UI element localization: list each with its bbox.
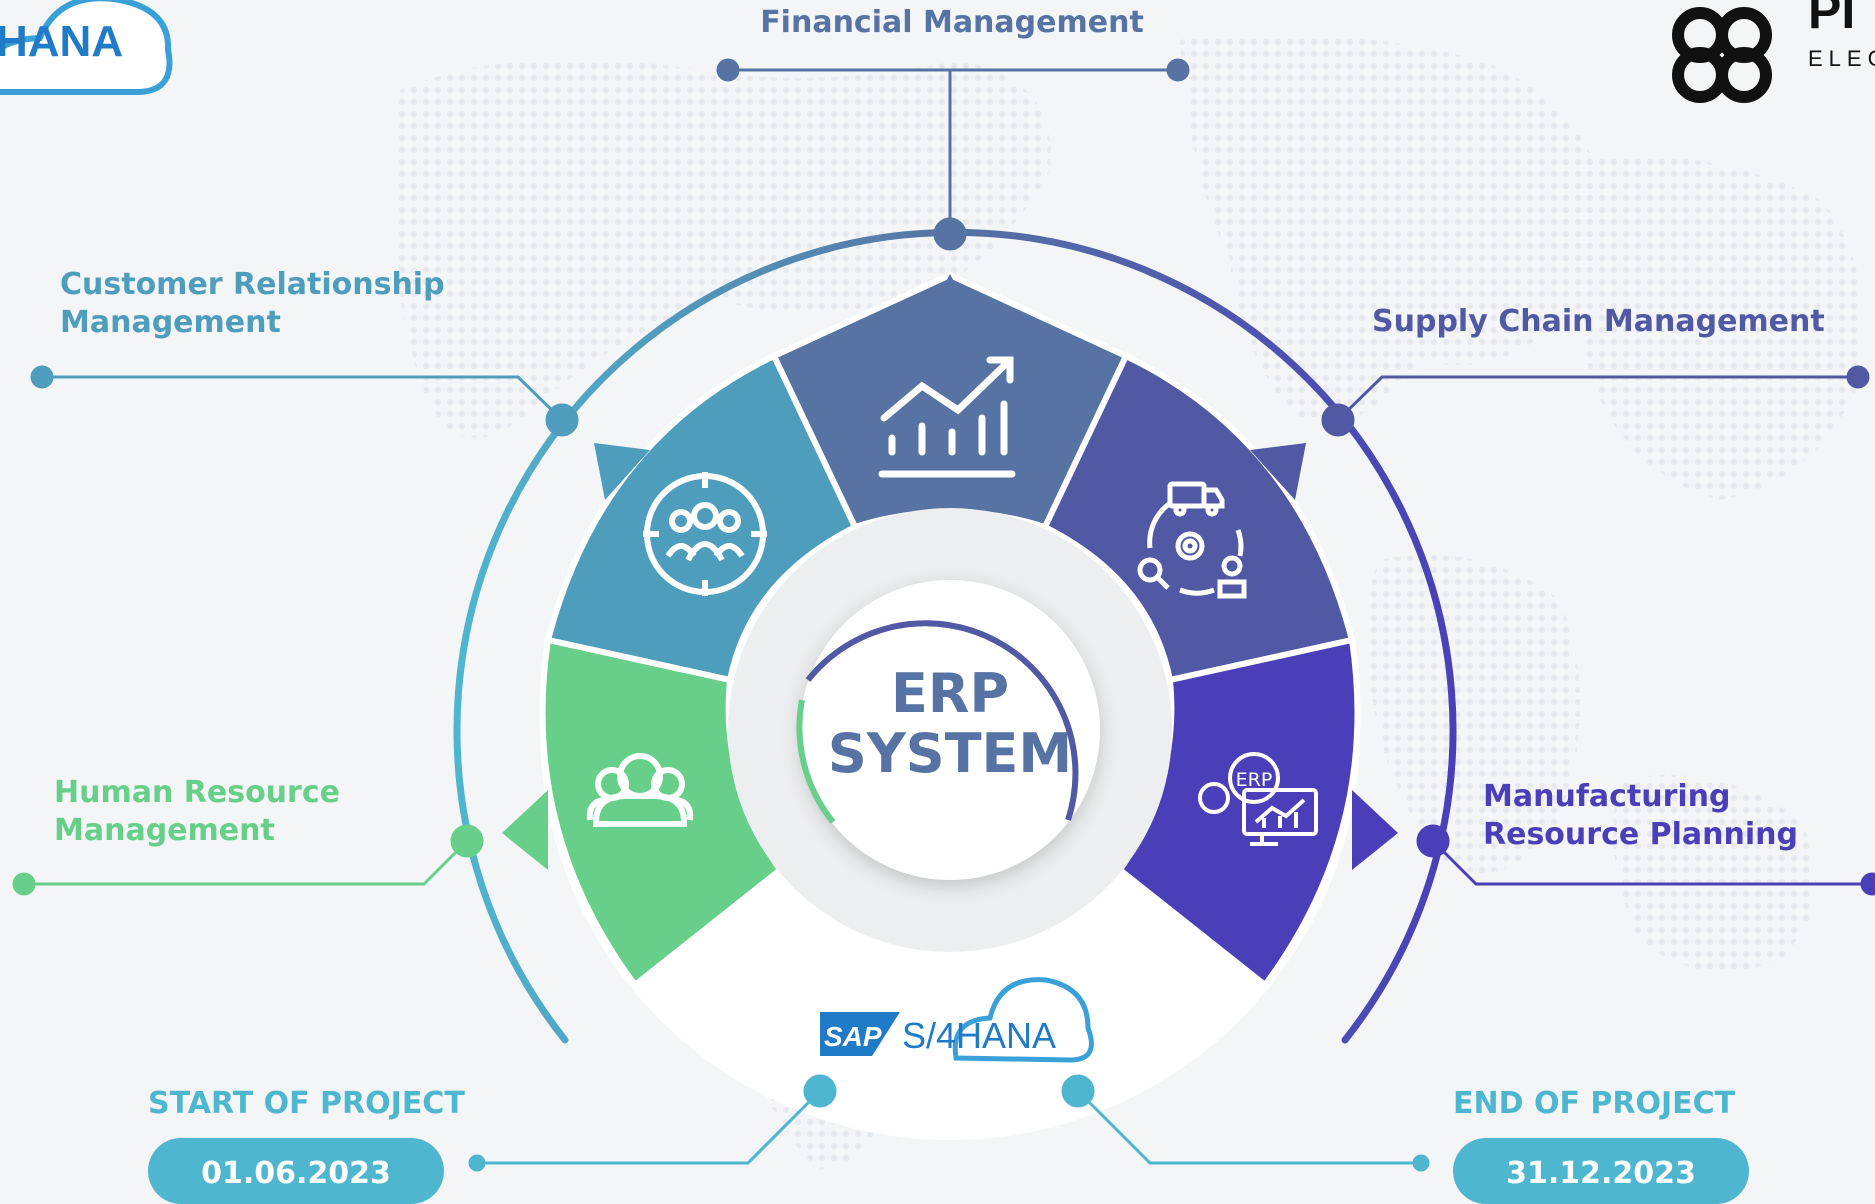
- connector-financial: [716, 58, 1190, 251]
- end-of-project-label: END OF PROJECT: [1453, 1086, 1736, 1121]
- connector-start: [468, 1074, 837, 1172]
- s4hana-logo-text: S/4HANA: [902, 1015, 1056, 1056]
- connector-scm: [1321, 365, 1870, 437]
- connector-end: [1061, 1074, 1430, 1172]
- connector-hrm: [12, 824, 484, 896]
- logo-right-sub: ELEC: [1808, 46, 1875, 71]
- segment-scm[interactable]: [1041, 351, 1356, 684]
- label-financial: Financial Management: [760, 5, 1144, 40]
- segment-hrm[interactable]: [502, 636, 785, 990]
- label-mrp-line1: Manufacturing: [1483, 779, 1731, 814]
- label-scm: Supply Chain Management: [1372, 304, 1825, 339]
- end-date-pill: 31.12.2023: [1453, 1138, 1749, 1204]
- end-date: 31.12.2023: [1506, 1156, 1696, 1191]
- connector-crm: [30, 365, 579, 437]
- sap-logo-text: SAP: [824, 1021, 882, 1052]
- logo-left-text: HANA: [0, 17, 123, 66]
- label-hrm-line1: Human Resource: [54, 775, 340, 810]
- people-group-icon: [586, 753, 694, 827]
- label-crm-line1: Customer Relationship: [60, 267, 445, 302]
- target-group-icon: [643, 472, 767, 596]
- connector-mrp: [1416, 824, 1875, 896]
- center-accent-arc-left: [796, 699, 836, 824]
- start-of-project-label: START OF PROJECT: [148, 1086, 465, 1121]
- supply-chain-cycle-icon: [1137, 481, 1247, 599]
- erp-icon-text: ERP: [1236, 769, 1273, 791]
- segment-crm[interactable]: [544, 351, 859, 684]
- bar-chart-trend-icon: [878, 356, 1016, 478]
- sap-s4hana-logo: SAP S/4HANA: [820, 977, 1094, 1063]
- center-title-line2: SYSTEM: [828, 722, 1072, 785]
- center-accent-arc-top: [805, 620, 1079, 821]
- center-circle: [800, 580, 1100, 880]
- label-hrm-line2: Management: [54, 813, 275, 848]
- label-crm-line2: Management: [60, 305, 281, 340]
- center-title-line1: ERP: [891, 662, 1009, 725]
- start-date: 01.06.2023: [201, 1156, 391, 1191]
- label-mrp-line2: Resource Planning: [1483, 817, 1798, 852]
- sap-hana-logo-topleft: HANA: [0, 0, 173, 95]
- logo-right-text: PI: [1808, 0, 1855, 39]
- start-date-pill: 01.06.2023: [148, 1138, 444, 1204]
- company-logo-topright: PI ELEC: [1672, 0, 1875, 103]
- erp-gear-screen-icon: ERP: [1198, 752, 1318, 846]
- clover-icon: [1672, 7, 1772, 103]
